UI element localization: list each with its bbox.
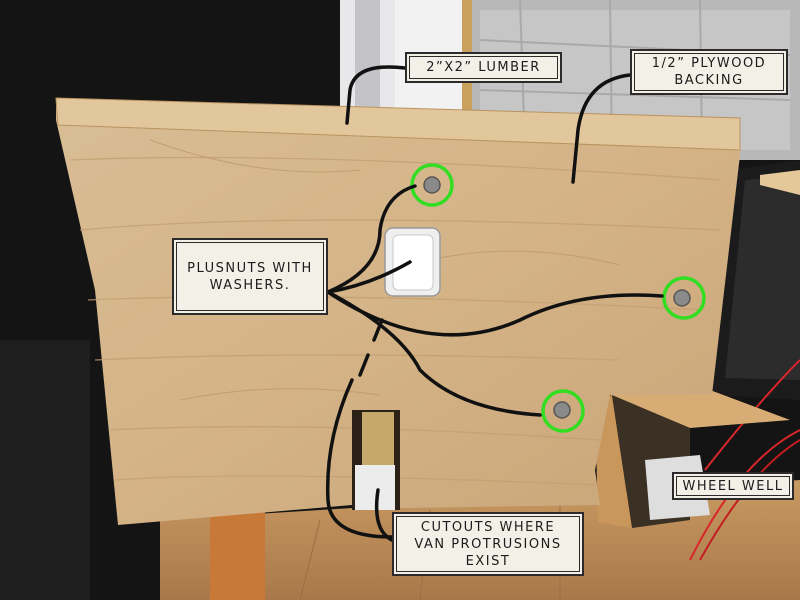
- leader-plusnuts-bottom: [326, 290, 542, 417]
- cutouts-callout: CUTOUTS WHERE VAN PROTRUSIONS EXIST: [392, 512, 584, 576]
- leader-cutout-upper: [326, 260, 412, 294]
- highlight-circle-top: [410, 163, 454, 207]
- leader-lumber: [345, 65, 407, 125]
- plusnuts-callout: PLUSNUTS WITH WASHERS.: [172, 238, 328, 315]
- leader-cutouts: [325, 378, 394, 539]
- leader-cutout-lower: [374, 488, 394, 542]
- leader-plywood: [571, 73, 632, 184]
- upper-cutout: [384, 227, 441, 297]
- leader-plusnuts-right: [326, 290, 664, 337]
- wheel-well-box: [595, 390, 790, 528]
- plywood-callout: 1/2” PLYWOOD BACKING: [630, 49, 788, 95]
- highlight-circle-bottom: [541, 389, 585, 433]
- plusnut-highlights: [410, 163, 706, 433]
- leader-lines: [325, 65, 664, 542]
- plusnut-bolts: [423, 176, 691, 419]
- leader-plusnuts-top: [326, 184, 417, 294]
- highlight-circle-right: [662, 276, 706, 320]
- leader-cutout-dash: [358, 318, 384, 377]
- wheel-well-callout: WHEEL WELL: [672, 472, 794, 500]
- side-panel: [712, 160, 800, 400]
- lumber-callout: 2”X2” LUMBER: [405, 52, 562, 83]
- plywood-panel: [55, 97, 741, 525]
